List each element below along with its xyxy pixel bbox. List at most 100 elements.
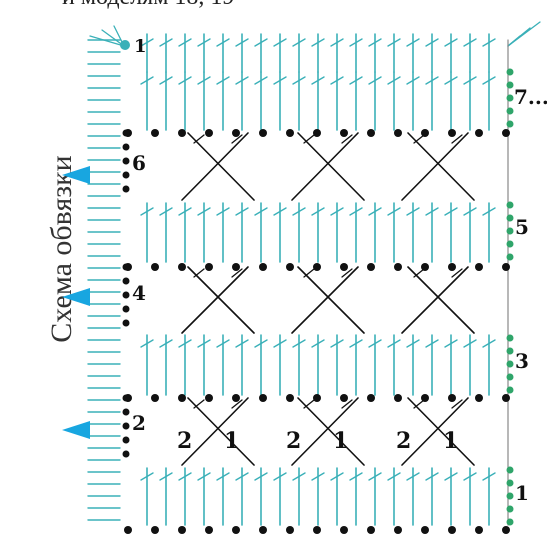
turning-chain-dot <box>506 227 514 235</box>
turning-chain-dot <box>122 394 130 402</box>
turning-chain-dot <box>506 386 514 394</box>
dc-stitch-bar <box>159 76 173 85</box>
dc-stitch-bar <box>292 207 306 216</box>
cross-stitch-bar <box>193 268 205 278</box>
cross-stitch-bar <box>413 268 425 278</box>
direction-arrow <box>62 166 90 184</box>
chain-dot <box>340 129 348 137</box>
left-row-label-1: 1 <box>134 36 147 57</box>
dc-stitch-bar <box>273 339 287 348</box>
dc-stitch-bar <box>387 207 401 216</box>
turning-chain-dot <box>506 253 514 261</box>
cross-stitch <box>181 132 249 201</box>
dc-stitch-bar <box>444 76 458 85</box>
corner-ray <box>89 35 125 47</box>
chart-arrows <box>62 166 90 439</box>
dc-stitch-bar <box>197 472 211 481</box>
chain-dot <box>205 263 213 271</box>
cross-stitch <box>291 266 359 334</box>
dc-stitch-bar <box>140 76 154 85</box>
dc-stitch-bar <box>368 339 382 348</box>
cross-label-left-2: 2 <box>286 428 301 454</box>
turning-chain-dot <box>122 408 130 416</box>
dc-stitch-bar <box>254 339 268 348</box>
chain-dot <box>205 129 213 137</box>
chain-dot <box>259 526 267 534</box>
chain-dot <box>124 526 132 534</box>
turning-chain-dot <box>506 505 514 513</box>
turning-chain-dot <box>122 422 130 430</box>
dc-stitch-bar <box>482 339 496 348</box>
dc-stitch-bar <box>235 339 249 348</box>
dc-stitch-bar <box>254 207 268 216</box>
turning-chain-dot <box>506 201 514 209</box>
chain-dot <box>259 263 267 271</box>
dc-stitch-bar <box>368 207 382 216</box>
cross-stitch-bar <box>193 399 205 409</box>
left-row-label-2: 2 <box>132 411 146 435</box>
dc-stitch-bar <box>216 38 230 47</box>
direction-arrow <box>62 288 90 306</box>
cross-stitch <box>297 132 365 201</box>
cross-stitch-bar <box>341 399 353 409</box>
dc-stitch-bar <box>254 472 268 481</box>
corner-ray <box>507 21 541 47</box>
turning-chain-dot <box>122 319 130 327</box>
chain-dot <box>313 394 321 402</box>
turning-chain-dot <box>122 450 130 458</box>
chain-dot <box>286 394 294 402</box>
turning-chain-dot <box>506 466 514 474</box>
cross-stitch <box>401 397 469 466</box>
dc-stitch-bar <box>368 472 382 481</box>
dc-stitch-bar <box>292 339 306 348</box>
cross-stitch <box>291 132 359 201</box>
dc-stitch-bar <box>330 472 344 481</box>
dc-stitch-bar <box>330 76 344 85</box>
right-row-label-3: 3 <box>515 349 529 373</box>
dc-stitch-bar <box>178 76 192 85</box>
dc-stitch-bar <box>463 76 477 85</box>
turning-chain-dot <box>122 436 130 444</box>
dc-stitch-bar <box>482 207 496 216</box>
dc-stitch-bar <box>349 76 363 85</box>
dc-stitch-bar <box>292 76 306 85</box>
chain-dot <box>421 526 429 534</box>
chain-dot <box>178 263 186 271</box>
dc-stitch-bar <box>216 207 230 216</box>
dc-stitch-bar <box>273 472 287 481</box>
dc-stitch-bar <box>368 38 382 47</box>
cross-stitch-bar <box>451 399 463 409</box>
cross-stitch <box>187 132 255 201</box>
turning-chain-dot <box>122 277 130 285</box>
chain-dot <box>232 526 240 534</box>
chain-dot <box>448 263 456 271</box>
cross-stitch <box>187 266 255 334</box>
top-caption: и моделям 18, 19 <box>62 0 234 11</box>
dc-stitch-bar <box>387 472 401 481</box>
chain-dot <box>394 526 402 534</box>
dc-stitch-bar <box>444 38 458 47</box>
dc-stitch-bar <box>197 38 211 47</box>
dc-stitch-bar <box>406 472 420 481</box>
dc-stitch-bar <box>349 38 363 47</box>
chain-dot <box>502 129 510 137</box>
cross-stitch-bar <box>341 268 353 278</box>
chain-dot <box>151 526 159 534</box>
turning-chain-dot <box>506 334 514 342</box>
chain-dot <box>205 526 213 534</box>
chain-dot <box>340 526 348 534</box>
dc-stitch-bar <box>406 339 420 348</box>
dc-stitch-bar <box>292 472 306 481</box>
turning-chain-dot <box>506 518 514 526</box>
chain-dot <box>340 394 348 402</box>
chain-dot <box>448 526 456 534</box>
dc-stitch-bar <box>349 207 363 216</box>
dc-stitch-bar <box>254 76 268 85</box>
dc-stitch-bar <box>444 207 458 216</box>
chain-dot <box>178 129 186 137</box>
cross-stitch-bar <box>231 268 243 278</box>
dc-stitch-bar <box>463 38 477 47</box>
chain-dot <box>475 263 483 271</box>
turning-chain-dot <box>506 240 514 248</box>
cross-label-right-1: 1 <box>224 428 239 454</box>
